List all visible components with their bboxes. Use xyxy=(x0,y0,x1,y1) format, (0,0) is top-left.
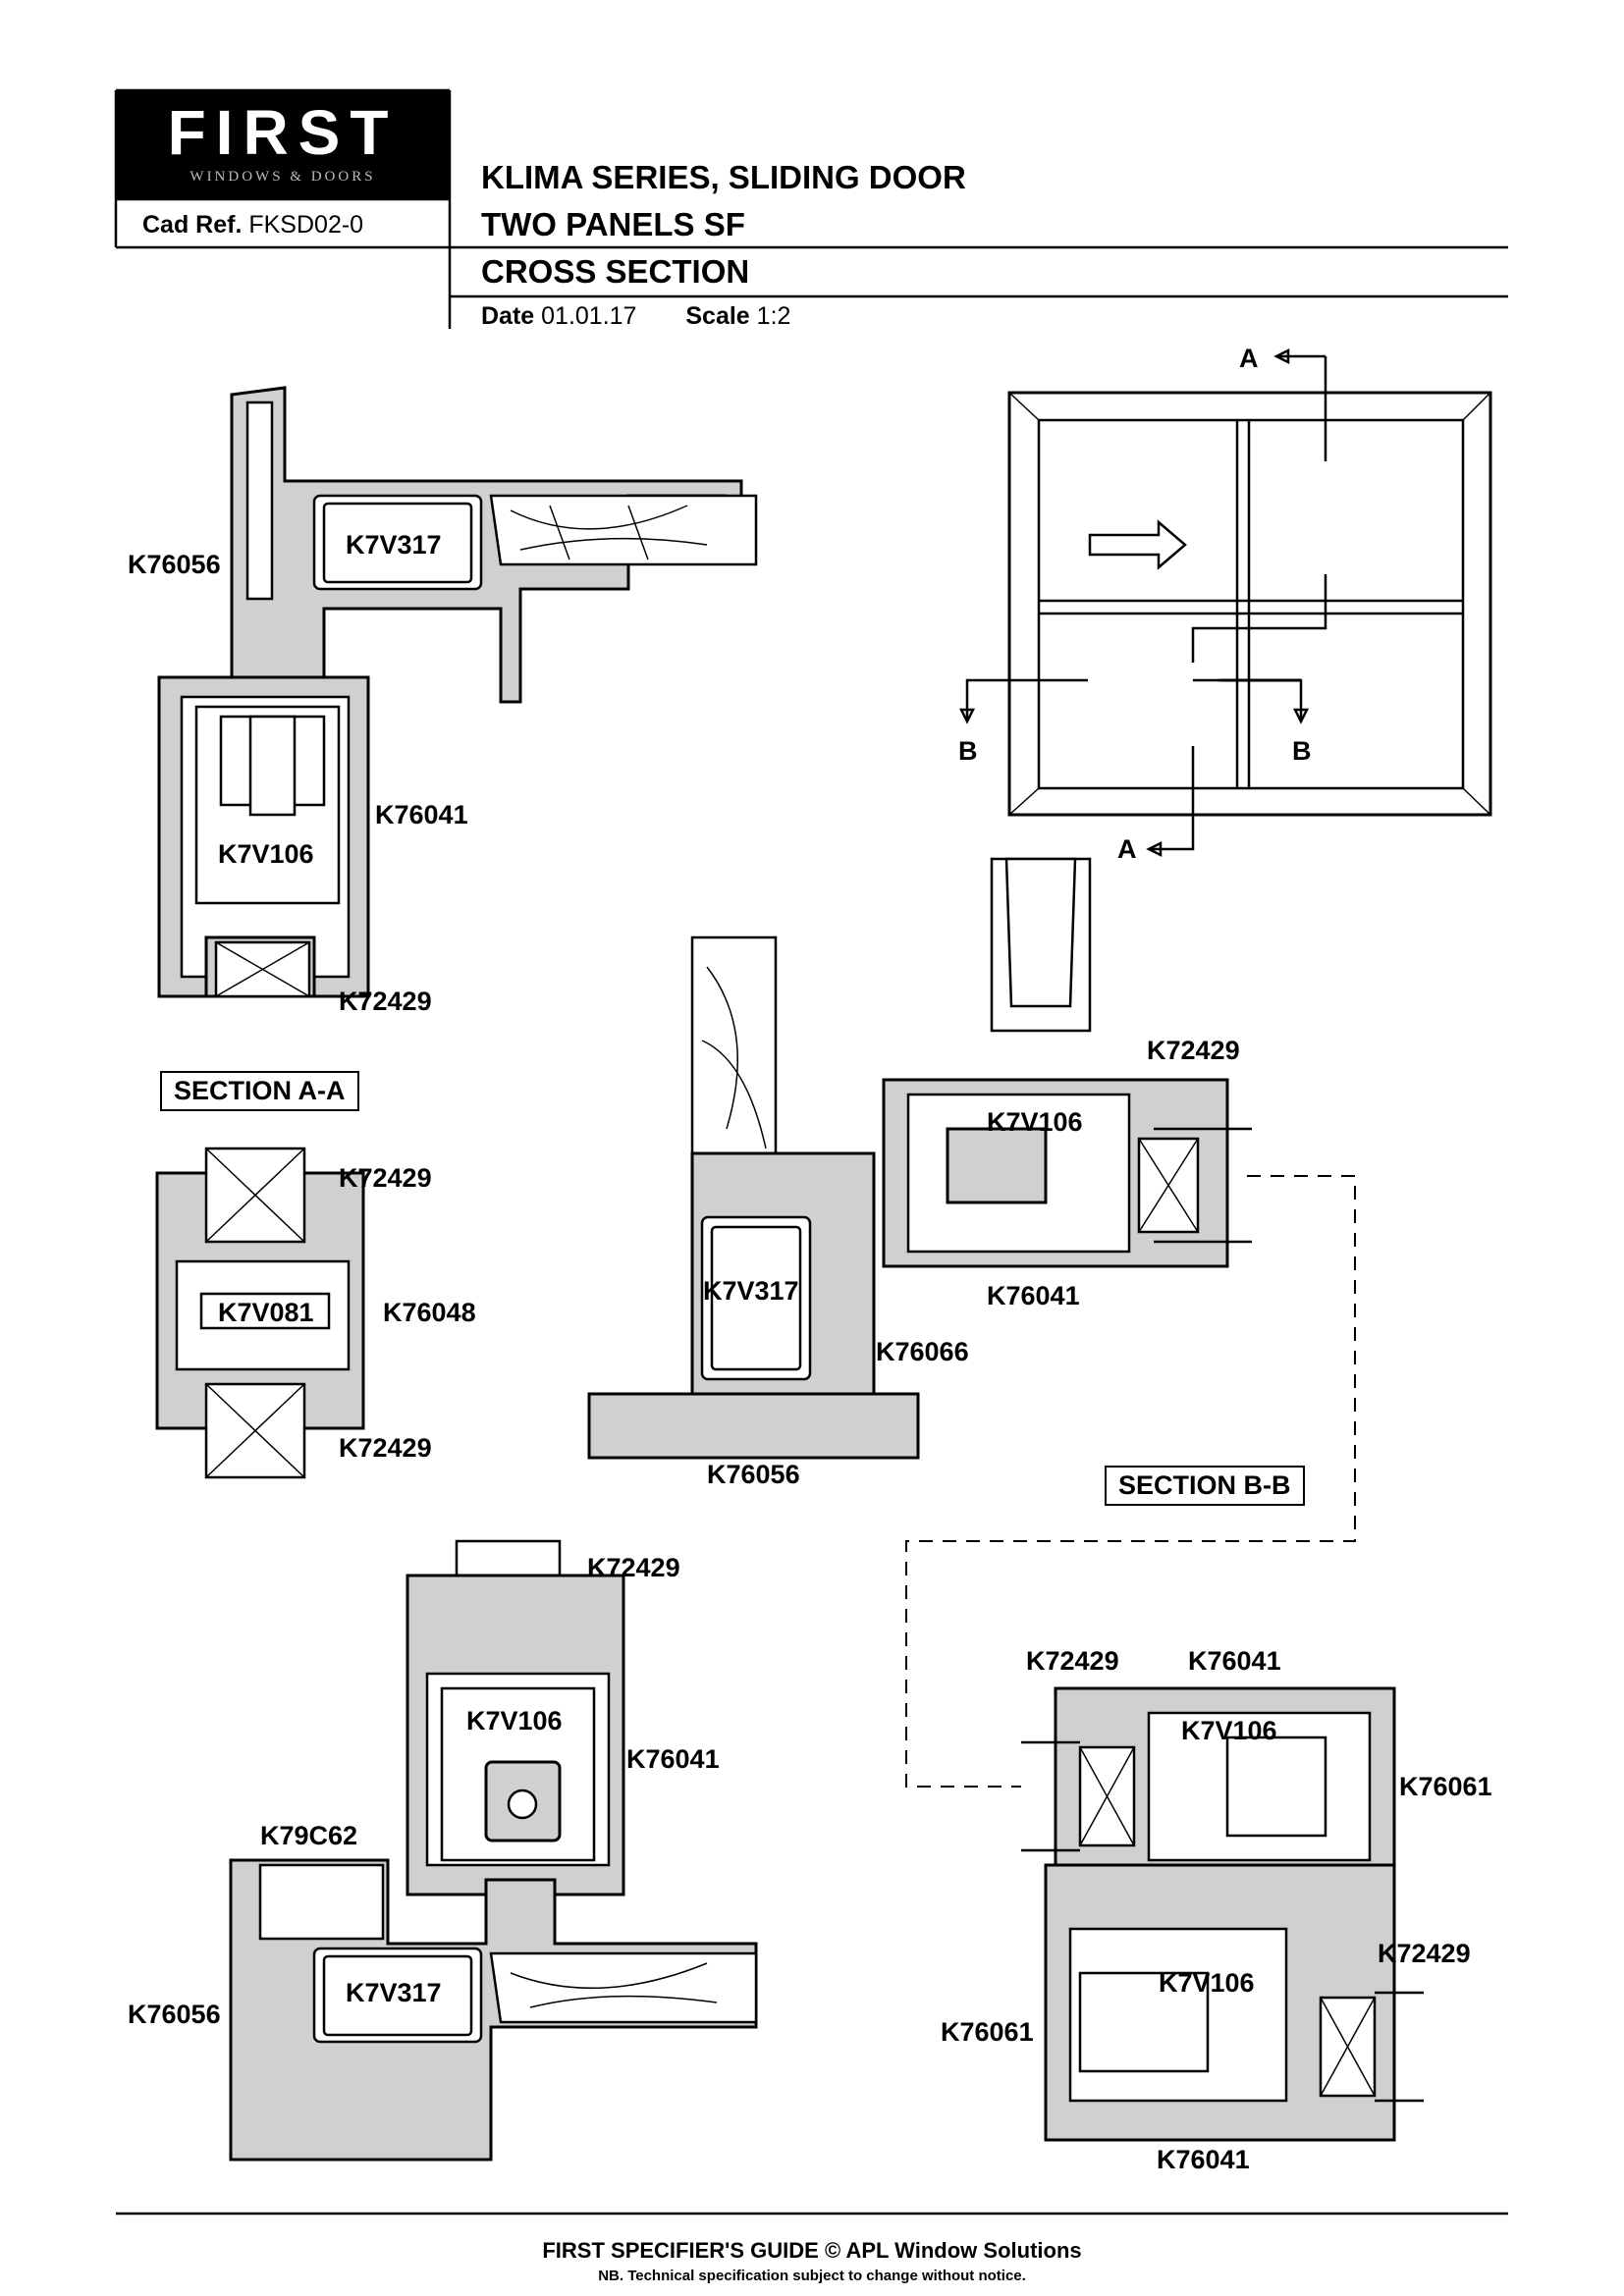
part-label: K72429 xyxy=(339,1433,432,1463)
part-label: K76041 xyxy=(626,1744,720,1774)
part-label: K7V317 xyxy=(346,530,442,560)
part-label: K7V106 xyxy=(987,1107,1083,1137)
section-connector-dashed xyxy=(905,1175,1356,1788)
part-label: K7V317 xyxy=(346,1978,442,2007)
footer-disclaimer: NB. Technical specification subject to c… xyxy=(598,2268,1026,2284)
part-label: K72429 xyxy=(587,1553,680,1582)
cad-ref-value: FKSD02-0 xyxy=(248,211,364,239)
section-b-b-label: SECTION B-B xyxy=(1105,1466,1305,1506)
part-label: K76056 xyxy=(707,1460,800,1489)
logo-subtitle: WINDOWS & DOORS xyxy=(189,169,376,185)
date-value: 01.01.17 xyxy=(541,302,637,330)
section-a-a-label: SECTION A-A xyxy=(160,1071,359,1111)
part-label: K7V106 xyxy=(1181,1716,1277,1745)
part-label: K72429 xyxy=(1147,1036,1240,1065)
part-label: K72429 xyxy=(1378,1939,1471,1968)
section-a-sill-profile xyxy=(229,1539,758,2162)
marker-b-left: B xyxy=(958,736,978,766)
part-label: K76061 xyxy=(1399,1772,1492,1801)
part-label: K76056 xyxy=(128,2000,221,2029)
part-label: K76041 xyxy=(1157,2145,1250,2174)
logo-wordmark: FIRST xyxy=(167,97,399,168)
part-label: K76056 xyxy=(128,550,221,579)
part-label: K76041 xyxy=(1188,1646,1281,1676)
title-line-1: KLIMA SERIES, SLIDING DOOR xyxy=(481,159,966,195)
section-a-head-profile xyxy=(157,386,758,998)
part-label: K7V106 xyxy=(1159,1968,1255,1998)
part-label: K79C62 xyxy=(260,1821,358,1850)
part-label: K7V081 xyxy=(218,1298,314,1327)
marker-b-right: B xyxy=(1292,736,1312,766)
brand-logo: FIRST WINDOWS & DOORS xyxy=(116,90,450,199)
header-rules xyxy=(114,88,1508,2216)
scale-value: 1:2 xyxy=(756,302,791,330)
scale-label: Scale xyxy=(685,302,750,330)
part-label: K72429 xyxy=(339,1163,432,1193)
section-b-interlock-profile xyxy=(1021,1686,1424,2142)
part-label: K72429 xyxy=(339,987,432,1016)
part-label: K76041 xyxy=(987,1281,1080,1310)
cad-ref: Cad Ref. FKSD02-0 xyxy=(142,211,363,240)
marker-a-top: A xyxy=(1239,344,1259,373)
section-a-transom-profile xyxy=(155,1147,365,1479)
part-label: K76061 xyxy=(941,2017,1034,2047)
title-line-2: TWO PANELS SF xyxy=(481,206,745,242)
part-label: K76041 xyxy=(375,800,468,829)
section-b-jamb-profile xyxy=(587,857,1252,1460)
part-label: K7V106 xyxy=(218,839,314,869)
date-label: Date xyxy=(481,302,535,330)
title-line-3: CROSS SECTION xyxy=(481,253,750,290)
footer-guide-title: FIRST SPECIFIER'S GUIDE © APL Window Sol… xyxy=(542,2238,1082,2263)
date-scale-row: Date 01.01.17 Scale 1:2 xyxy=(481,302,790,331)
cad-ref-label: Cad Ref. xyxy=(142,211,243,239)
part-label: K7V106 xyxy=(466,1706,563,1735)
part-label: K76048 xyxy=(383,1298,476,1327)
part-label: K76066 xyxy=(876,1337,969,1366)
part-label: K7V317 xyxy=(703,1276,799,1306)
marker-a-bottom: A xyxy=(1117,834,1137,864)
part-label: K72429 xyxy=(1026,1646,1119,1676)
elevation-view xyxy=(958,347,1492,858)
slide-direction-arrow xyxy=(1088,519,1187,570)
